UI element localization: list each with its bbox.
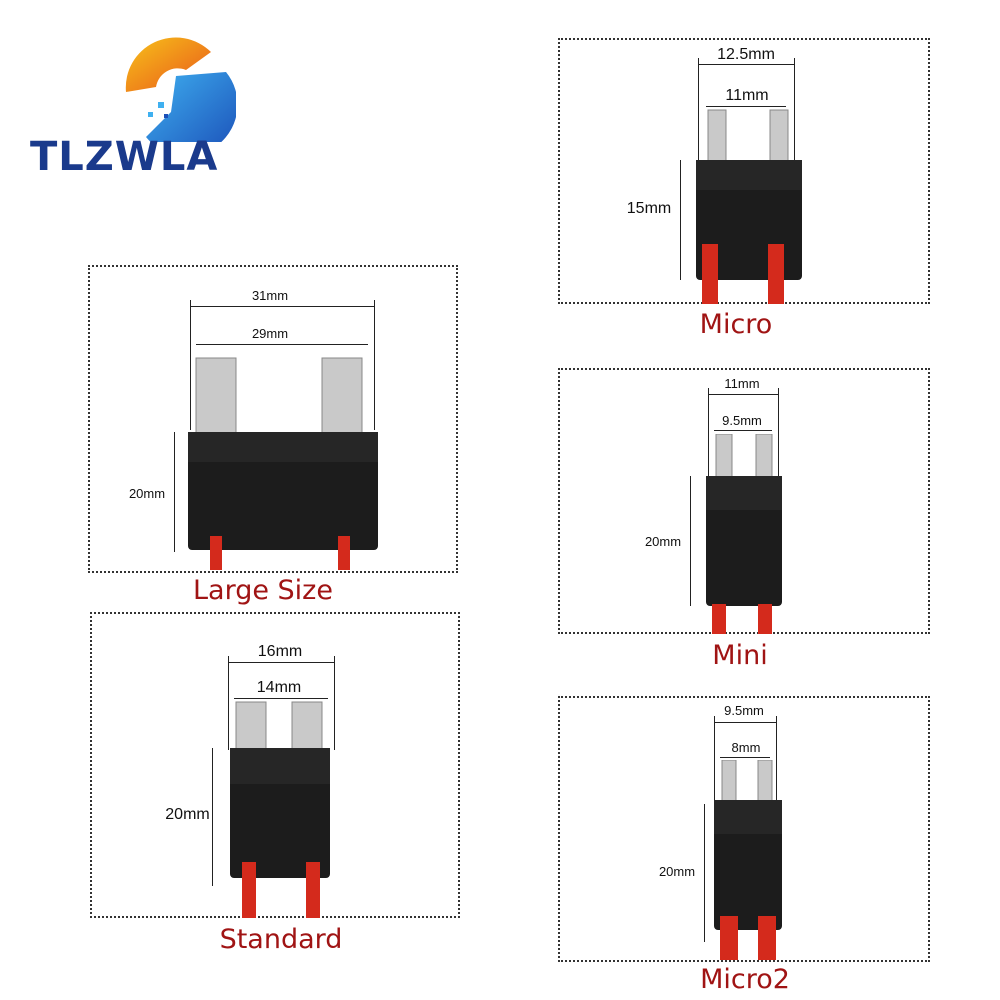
mini-inner-width-line <box>714 430 772 431</box>
mini-height-label: 20mm <box>644 534 682 549</box>
standard-outer-width-tick-right <box>334 656 335 750</box>
caption-large-size: Large Size <box>193 575 333 606</box>
micro-outer-width-tick-left <box>698 58 699 162</box>
micro-outer-width-label: 12.5mm <box>717 46 775 63</box>
mini-height-line <box>690 476 691 606</box>
standard-outer-width-tick-left <box>228 656 229 750</box>
mini-outer-width-label: 11mm <box>724 376 760 391</box>
standard-inner-width-label: 14mm <box>256 679 302 696</box>
large-inner-width-label: 29mm <box>251 326 289 341</box>
large-outer-width-label: 31mm <box>251 288 289 303</box>
standard-inner-width-line <box>234 698 328 699</box>
micro-height-label: 15mm <box>626 200 672 217</box>
large-fuse-image <box>188 357 378 570</box>
standard-outer-width-label: 16mm <box>257 643 303 660</box>
standard-height-line <box>212 748 213 886</box>
micro-fuse-image <box>696 109 802 304</box>
caption-micro: Micro <box>699 309 773 340</box>
mini-outer-width-line <box>708 394 778 395</box>
panel-standard <box>90 612 460 918</box>
standard-height-label: 20mm <box>165 806 210 823</box>
micro-inner-width-line <box>706 106 786 107</box>
standard-fuse-image <box>230 701 330 918</box>
micro-inner-width-label: 11mm <box>725 87 769 104</box>
panel-micro <box>558 38 930 304</box>
large-height-label: 20mm <box>128 486 166 501</box>
micro-outer-width-tick-right <box>794 58 795 162</box>
mini-outer-width-tick-right <box>778 388 779 478</box>
panel-micro2 <box>558 696 930 962</box>
micro2-outer-width-tick-left <box>714 716 715 806</box>
mini-fuse-image <box>706 434 782 634</box>
mini-outer-width-tick-left <box>708 388 709 478</box>
micro2-outer-width-line <box>714 722 776 723</box>
standard-outer-width-line <box>228 662 334 663</box>
micro2-height-label: 20mm <box>658 864 696 879</box>
large-outer-width-tick-right <box>374 300 375 430</box>
micro2-outer-width-tick-right <box>776 716 777 806</box>
panel-mini <box>558 368 930 634</box>
micro-height-line <box>680 160 681 280</box>
caption-standard: Standard <box>219 924 343 955</box>
large-outer-width-tick-left <box>190 300 191 430</box>
large-outer-width-line <box>190 306 374 307</box>
panel-large-size <box>88 265 458 573</box>
caption-mini: Mini <box>712 640 768 671</box>
micro-outer-width-line <box>698 64 794 65</box>
micro2-inner-width-line <box>720 757 770 758</box>
mini-inner-width-label: 9.5mm <box>722 413 762 428</box>
large-height-line <box>174 432 175 552</box>
large-inner-width-line <box>196 344 368 345</box>
micro2-inner-width-label: 8mm <box>731 740 761 755</box>
caption-micro2: Micro2 <box>700 964 790 995</box>
brand-logo-icon <box>125 37 236 142</box>
micro2-height-line <box>704 804 705 942</box>
brand-logo: TLZWLA <box>30 30 280 180</box>
micro2-fuse-image <box>714 760 782 960</box>
brand-name: TLZWLA <box>30 134 219 180</box>
micro2-outer-width-label: 9.5mm <box>724 703 764 718</box>
